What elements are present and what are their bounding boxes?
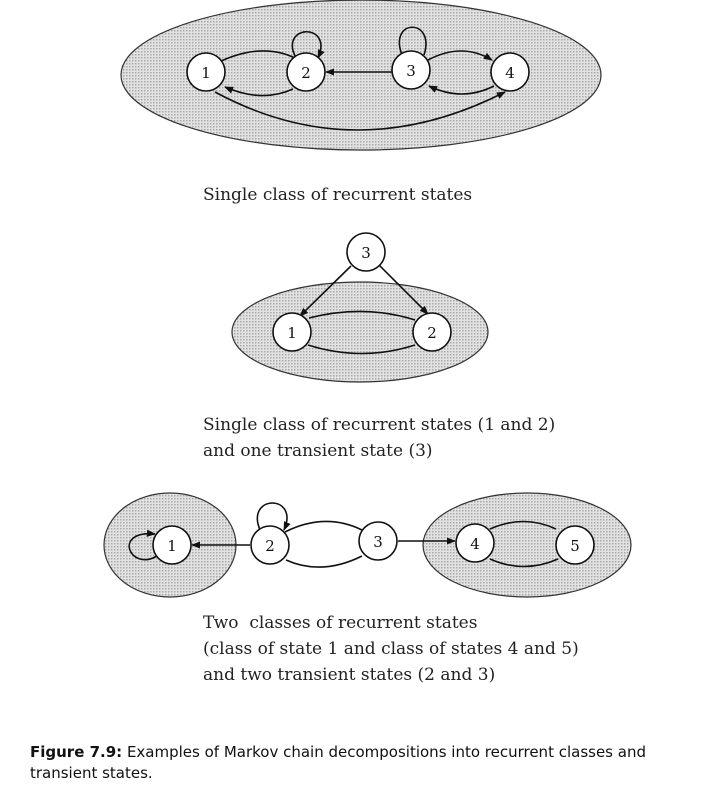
state-node: 1 xyxy=(152,525,192,565)
state-node: 3 xyxy=(346,232,386,272)
edge-2-to-3 xyxy=(284,520,363,533)
state-label: 4 xyxy=(470,535,480,553)
recurrent-class-region xyxy=(120,0,602,151)
diagram-caption-line: Single class of recurrent states xyxy=(203,185,472,205)
state-node: 2 xyxy=(286,52,326,92)
edge-3-to-2 xyxy=(285,555,363,568)
figure-label: Figure 7.9: xyxy=(30,743,123,761)
diagram-caption-line: and two transient states (2 and 3) xyxy=(203,665,495,685)
edge-3-to-4 xyxy=(427,50,493,61)
edge-1-to-2 xyxy=(218,50,296,63)
state-label: 2 xyxy=(265,537,275,555)
state-node: 3 xyxy=(358,521,398,561)
self-loop-1 xyxy=(128,529,158,561)
edge-2-to-1 xyxy=(307,344,416,355)
self-loop-2 xyxy=(256,502,291,531)
edge-1-to-2 xyxy=(308,310,416,321)
state-label: 1 xyxy=(167,537,177,555)
edge-3-to-2 xyxy=(379,265,429,315)
state-label: 1 xyxy=(201,64,211,82)
state-node: 2 xyxy=(250,525,290,565)
state-label: 3 xyxy=(361,244,371,262)
diagram-caption-line: (class of state 1 and class of states 4 … xyxy=(203,639,579,659)
edge-5-to-4 xyxy=(489,558,559,568)
edge-2-to-1 xyxy=(224,86,294,97)
recurrent-class-region xyxy=(422,492,632,598)
edge-3-to-1 xyxy=(299,265,352,317)
edge-4-to-5 xyxy=(489,520,557,530)
diagram-two-classes: 1 2 3 4 5 Two classes of recurrent state… xyxy=(103,492,632,685)
state-label: 2 xyxy=(427,324,437,342)
state-label: 5 xyxy=(570,537,580,555)
self-loop-3 xyxy=(398,26,427,64)
state-label: 3 xyxy=(406,62,416,80)
state-label: 4 xyxy=(505,64,515,82)
state-node: 3 xyxy=(391,50,431,90)
state-node: 1 xyxy=(272,312,312,352)
diagram-caption-line: Two classes of recurrent states xyxy=(203,613,477,633)
self-loop-2 xyxy=(291,30,325,59)
diagram-caption-line: and one transient state (3) xyxy=(203,441,433,461)
state-node: 4 xyxy=(455,523,495,563)
diagram-single-class: 1 2 3 4 Single class of recurrent states xyxy=(120,0,602,205)
edge-1-to-4 xyxy=(214,91,506,131)
diagram-caption-line: Single class of recurrent states (1 and … xyxy=(203,415,555,435)
diagram-one-transient: 3 1 2 Single class of recurrent states (… xyxy=(203,232,555,461)
state-node: 4 xyxy=(490,52,530,92)
figure-caption-text: Examples of Markov chain decompositions … xyxy=(30,743,646,782)
state-node: 1 xyxy=(186,52,226,92)
state-node: 5 xyxy=(555,525,595,565)
state-label: 3 xyxy=(373,533,383,551)
state-node: 2 xyxy=(412,312,452,352)
edge-4-to-3 xyxy=(428,85,495,95)
state-label: 1 xyxy=(287,324,297,342)
figure-caption: Figure 7.9: Examples of Markov chain dec… xyxy=(30,742,700,784)
state-label: 2 xyxy=(301,64,311,82)
